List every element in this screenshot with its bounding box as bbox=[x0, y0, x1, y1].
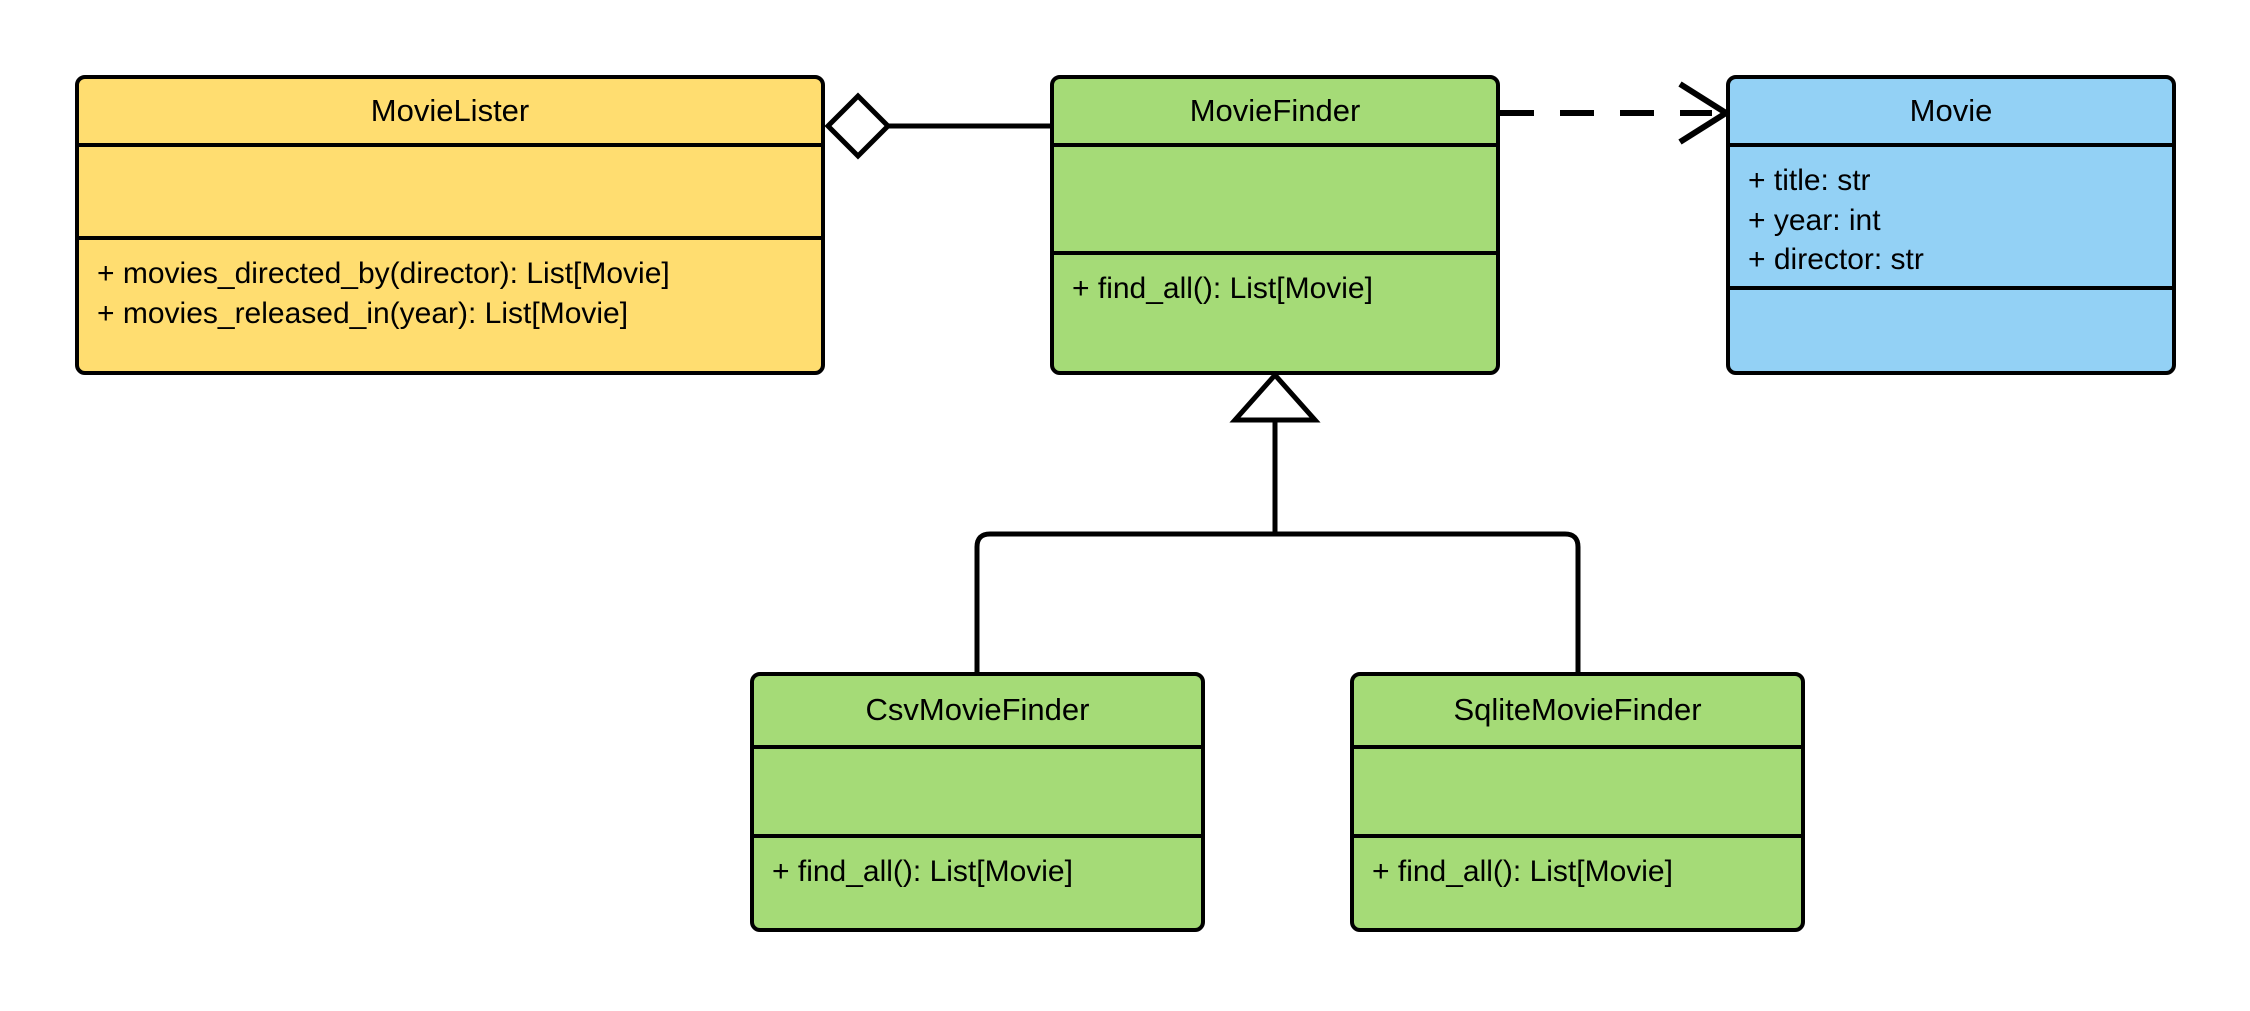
dependency-moviefinder-movie[interactable] bbox=[1500, 81, 1732, 145]
method-line: + find_all(): List[Movie] bbox=[1072, 272, 1373, 305]
class-methods-compartment: + find_all(): List[Movie] bbox=[1354, 834, 1801, 928]
class-methods-compartment bbox=[1730, 286, 2172, 371]
class-name-compartment: SqliteMovieFinder bbox=[1354, 676, 1801, 745]
class-methods-compartment: + movies_directed_by(director): List[Mov… bbox=[79, 236, 821, 371]
attribute-line: + title: str bbox=[1748, 164, 1871, 197]
method-line: + find_all(): List[Movie] bbox=[1372, 855, 1673, 888]
class-title: SqliteMovieFinder bbox=[1453, 692, 1702, 728]
generalization-branch-csvmoviefinder bbox=[974, 531, 1275, 672]
class-box-csvmoviefinder[interactable]: CsvMovieFinder + find_all(): List[Movie] bbox=[750, 672, 1205, 932]
class-methods-compartment: + find_all(): List[Movie] bbox=[754, 834, 1201, 928]
class-attributes-compartment bbox=[79, 143, 821, 236]
class-attributes-compartment: + title: str + year: int + director: str bbox=[1730, 143, 2172, 286]
method-line: + movies_directed_by(director): List[Mov… bbox=[97, 257, 670, 290]
class-name-compartment: MovieLister bbox=[79, 79, 821, 143]
class-box-moviefinder[interactable]: MovieFinder + find_all(): List[Movie] bbox=[1050, 75, 1500, 375]
attribute-line: + year: int bbox=[1748, 203, 1881, 237]
class-box-movielister[interactable]: MovieLister + movies_directed_by(directo… bbox=[75, 75, 825, 375]
hollow-triangle-icon bbox=[1229, 371, 1321, 423]
class-title: CsvMovieFinder bbox=[865, 692, 1090, 728]
class-name-compartment: Movie bbox=[1730, 79, 2172, 143]
class-title: Movie bbox=[1909, 92, 1993, 128]
class-name-compartment: CsvMovieFinder bbox=[754, 676, 1201, 745]
class-attributes-compartment bbox=[754, 745, 1201, 834]
generalization-branch-sqlitemoviefinder bbox=[1275, 531, 1581, 672]
hollow-diamond-icon bbox=[824, 92, 892, 160]
class-box-sqlitemoviefinder[interactable]: SqliteMovieFinder + find_all(): List[Mov… bbox=[1350, 672, 1805, 932]
method-line: + movies_released_in(year): List[Movie] bbox=[97, 296, 629, 330]
aggregation-movielister-moviefinder[interactable] bbox=[824, 92, 1050, 160]
class-attributes-compartment bbox=[1354, 745, 1801, 834]
class-methods-compartment: + find_all(): List[Movie] bbox=[1054, 251, 1496, 371]
class-title: MovieFinder bbox=[1189, 92, 1361, 128]
class-title: MovieLister bbox=[370, 92, 530, 128]
class-name-compartment: MovieFinder bbox=[1054, 79, 1496, 143]
class-box-movie[interactable]: Movie + title: str + year: int + directo… bbox=[1726, 75, 2176, 375]
class-attributes-compartment bbox=[1054, 143, 1496, 251]
generalization-tree-to-moviefinder[interactable] bbox=[974, 371, 1581, 672]
attribute-line: + director: str bbox=[1748, 243, 1924, 277]
method-line: + find_all(): List[Movie] bbox=[772, 855, 1073, 888]
